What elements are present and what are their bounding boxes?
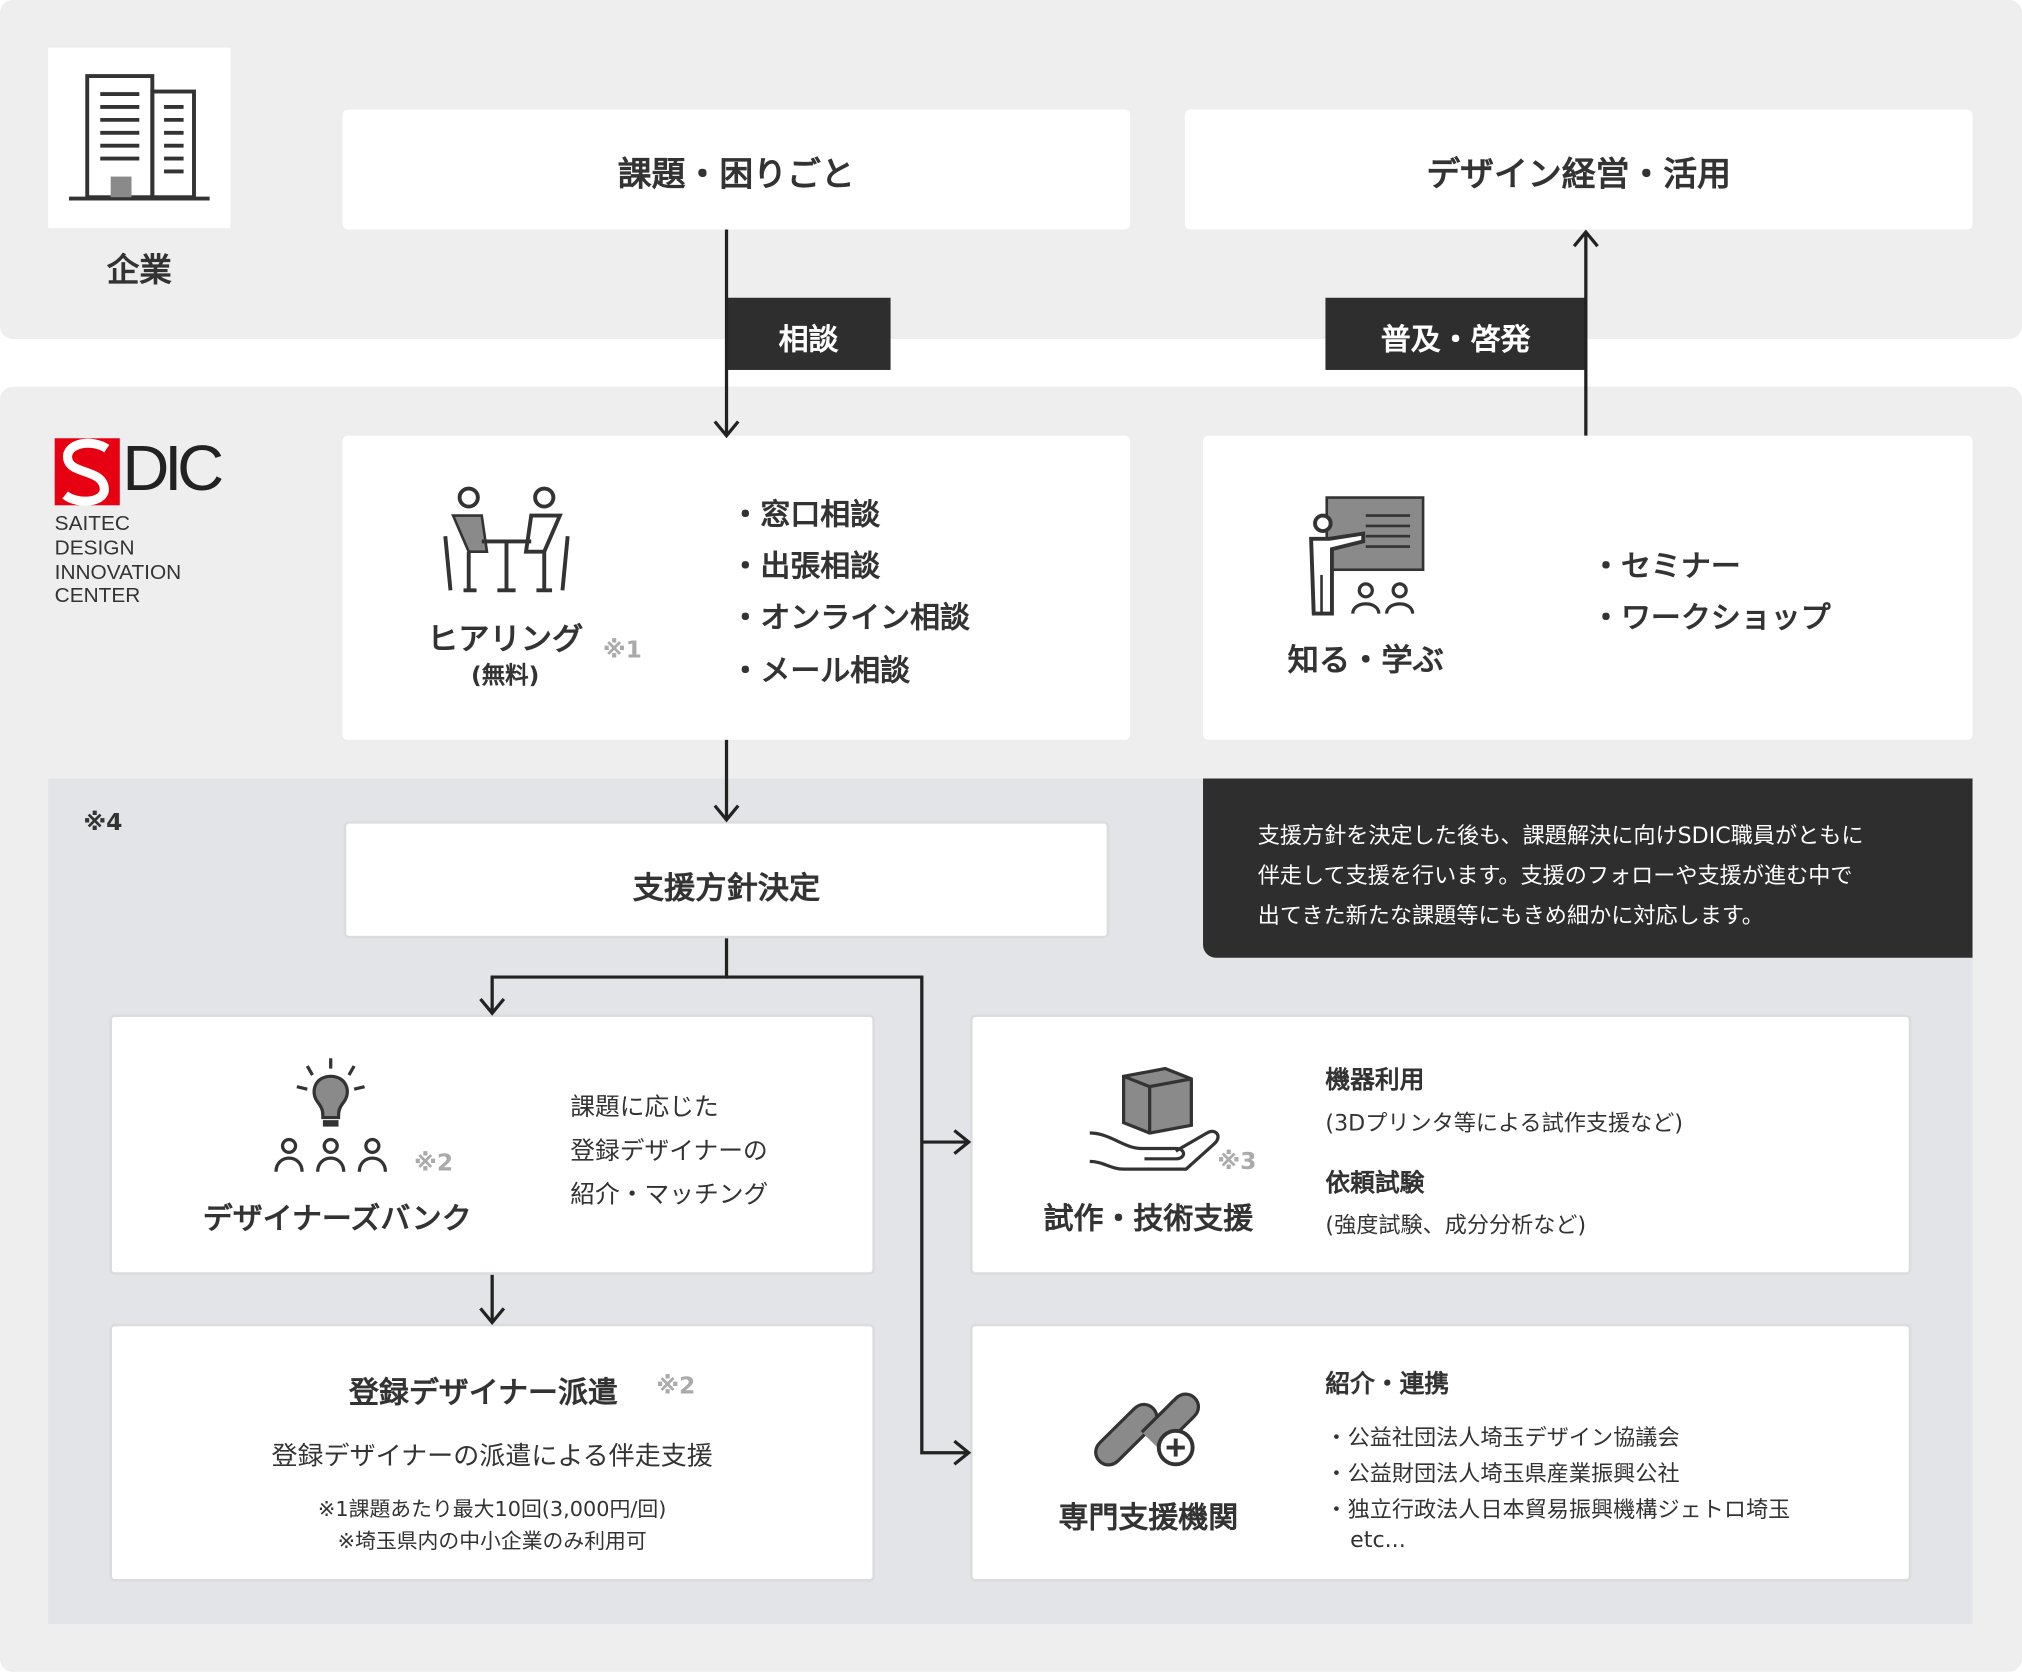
- agencies-item-2: ・公益財団法人埼玉県産業振興公社: [1325, 1461, 1680, 1488]
- hearing-card: ヒアリング (無料) ※1 ・窓口相談 ・出張相談 ・オンライン相談 ・メール相…: [342, 435, 1131, 740]
- support-desc-3: 出てきた新たな課題等にもきめ細かに対応します。: [1257, 903, 1764, 930]
- spread-label: 普及・啓発: [1380, 323, 1531, 358]
- agencies-card: 専門支援機関 紹介・連携 ・公益社団法人埼玉デザイン協議会 ・公益財団法人埼玉県…: [969, 1323, 1912, 1582]
- sdic-logo-text: DIC: [122, 431, 224, 504]
- dispatch-fine-2: ※埼玉県内の中小企業のみ利用可: [337, 1528, 647, 1554]
- learn-item-1: ・セミナー: [1591, 550, 1741, 584]
- sdic-logo: DIC SAITEC DESIGN INNOVATION CENTER: [54, 432, 237, 612]
- designer-bank-note: ※2: [414, 1149, 454, 1177]
- designer-bank-desc-3: 紹介・マッチング: [570, 1180, 769, 1210]
- issues-box: 課題・困りごと: [342, 109, 1131, 230]
- company-label: 企業: [106, 251, 172, 289]
- prototype-title: 試作・技術支援: [1043, 1202, 1254, 1237]
- spread-label-box: 普及・啓発: [1325, 297, 1586, 370]
- dispatch-card: 登録デザイナー派遣 ※2 登録デザイナーの派遣による伴走支援 ※1課題あたり最大…: [109, 1323, 875, 1582]
- learn-title: 知る・学ぶ: [1287, 641, 1444, 679]
- dispatch-desc: 登録デザイナーの派遣による伴走支援: [271, 1439, 713, 1471]
- meeting-icon: [443, 486, 570, 593]
- issues-label: 課題・困りごと: [617, 155, 855, 195]
- learn-card: 知る・学ぶ ・セミナー ・ワークショップ: [1203, 435, 1973, 740]
- hearing-title: ヒアリング: [427, 621, 584, 658]
- dispatch-title: 登録デザイナー派遣: [348, 1376, 618, 1411]
- sdic-name-3: INNOVATION: [54, 562, 182, 584]
- idea-people-icon: [274, 1058, 388, 1172]
- prototype-item-1-sub: (3Dプリンタ等による試作支援など): [1325, 1111, 1684, 1137]
- design-use-label: デザイン経営・活用: [1426, 155, 1732, 195]
- support-desc-1: 支援方針を決定した後も、課題解決に向けSDIC職員がともに: [1257, 823, 1864, 850]
- designer-bank-card: ※2 デザイナーズバンク 課題に応じた 登録デザイナーの 紹介・マッチング: [109, 1014, 875, 1275]
- learn-item-2: ・ワークショップ: [1591, 601, 1831, 636]
- sdic-name-1: SAITEC: [54, 513, 130, 535]
- link-icon: [1094, 1392, 1201, 1467]
- prototype-note: ※3: [1217, 1148, 1257, 1176]
- designer-bank-title: デザイナーズバンク: [202, 1202, 472, 1237]
- dispatch-note: ※2: [656, 1372, 696, 1400]
- sdic-logo-mark: [54, 438, 120, 506]
- consult-label: 相談: [778, 323, 839, 358]
- prototype-item-2-head: 依頼試験: [1325, 1169, 1425, 1198]
- agencies-title: 専門支援機関: [1058, 1501, 1239, 1536]
- sdic-s-glyph: [62, 438, 110, 506]
- prototype-item-2-sub: (強度試験、成分分析など): [1325, 1212, 1587, 1239]
- hearing-item-4: ・メール相談: [730, 654, 911, 689]
- support-area-note: ※4: [83, 809, 123, 837]
- sdic-name-4: CENTER: [54, 585, 141, 608]
- support-desc-box: 支援方針を決定した後も、課題解決に向けSDIC職員がともに 伴走して支援を行いま…: [1203, 778, 1973, 958]
- company-icon-box: [48, 47, 231, 229]
- prototype-item-1-head: 機器利用: [1325, 1066, 1425, 1095]
- building-icon: [69, 74, 210, 201]
- seminar-icon: [1309, 496, 1425, 616]
- designer-bank-desc-2: 登録デザイナーの: [570, 1136, 768, 1166]
- designer-bank-desc-1: 課題に応じた: [570, 1093, 719, 1122]
- design-use-box: デザイン経営・活用: [1184, 109, 1973, 230]
- policy-label: 支援方針決定: [632, 870, 821, 907]
- agencies-etc: etc...: [1350, 1527, 1406, 1554]
- dispatch-fine-1: ※1課題あたり最大10回(3,000円/回): [317, 1496, 667, 1522]
- policy-box: 支援方針決定: [343, 821, 1110, 939]
- prototype-card: ※3 試作・技術支援 機器利用 (3Dプリンタ等による試作支援など) 依頼試験 …: [969, 1014, 1912, 1275]
- hearing-note: ※1: [602, 636, 642, 664]
- box-hand-icon: [1089, 1066, 1220, 1171]
- hearing-subtitle: (無料): [471, 662, 540, 690]
- agencies-item-1: ・公益社団法人埼玉デザイン協議会: [1325, 1425, 1680, 1452]
- agencies-item-3: ・独立行政法人日本貿易振興機構ジェトロ埼玉: [1325, 1497, 1791, 1524]
- agencies-head: 紹介・連携: [1325, 1370, 1450, 1399]
- consult-label-box: 相談: [726, 297, 891, 370]
- hearing-item-2: ・出張相談: [730, 550, 881, 584]
- hearing-item-3: ・オンライン相談: [730, 601, 970, 636]
- support-desc-2: 伴走して支援を行います。支援のフォローや支援が進む中で: [1257, 863, 1853, 890]
- sdic-name-2: DESIGN: [54, 537, 135, 560]
- hearing-item-1: ・窓口相談: [730, 498, 881, 533]
